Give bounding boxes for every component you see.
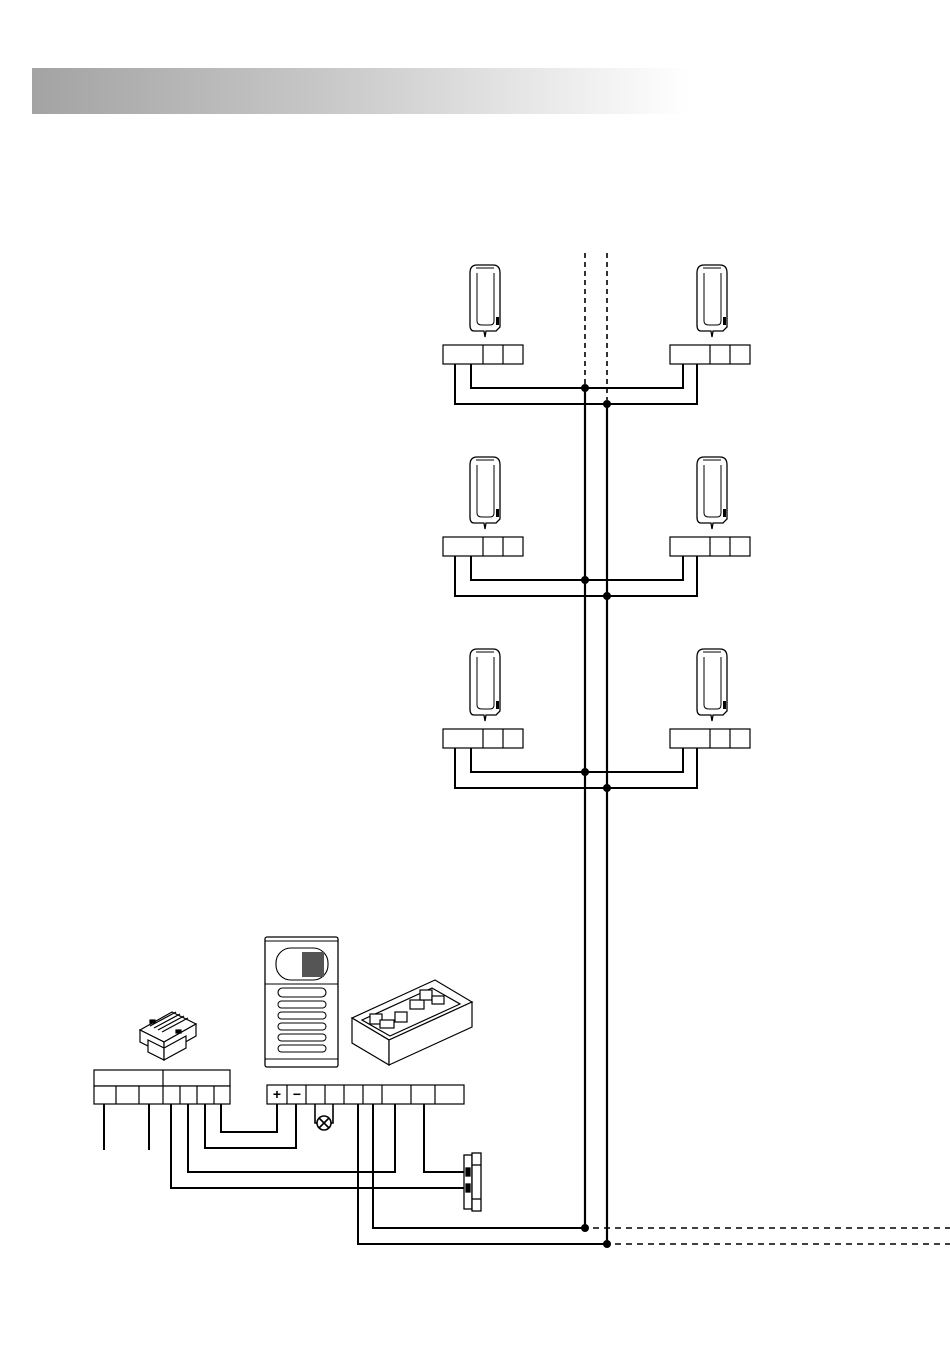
handset-icon [470,457,500,529]
bus-extension-right [593,1228,950,1244]
junction-dot [581,768,589,776]
handset-terminal-block [670,345,750,364]
handset-icon [697,457,727,529]
junction-dot [581,1224,589,1232]
riser-bus [585,388,607,1244]
floor-3 [443,649,750,792]
electronic-module-icon [352,980,472,1065]
handset-icon [697,649,727,721]
junction-dot [603,1240,611,1248]
door-panel-icon [265,937,338,1067]
door-lock-icon [464,1153,481,1211]
handset-icon [470,649,500,721]
junction-dot [603,592,611,600]
plus-terminal-label: + [273,1086,281,1102]
junction-dot [581,576,589,584]
riser-extension-top [585,253,607,400]
handset-terminal-block [443,729,523,748]
junction-dot [581,384,589,392]
handset-terminal-block [670,537,750,556]
lamp-icon [315,1104,333,1130]
junction-dot [603,784,611,792]
floor-1 [443,265,750,408]
handset-icon [470,265,500,337]
minus-terminal-label: − [293,1086,301,1102]
handset-terminal-block [443,345,523,364]
handset-terminal-block [670,729,750,748]
junction-dot [603,400,611,408]
power-supply-icon [140,1012,196,1060]
wiring [104,1104,607,1244]
power-supply-terminal-block [94,1070,230,1104]
floor-2 [443,457,750,600]
handset-icon [697,265,727,337]
handset-terminal-block [443,537,523,556]
